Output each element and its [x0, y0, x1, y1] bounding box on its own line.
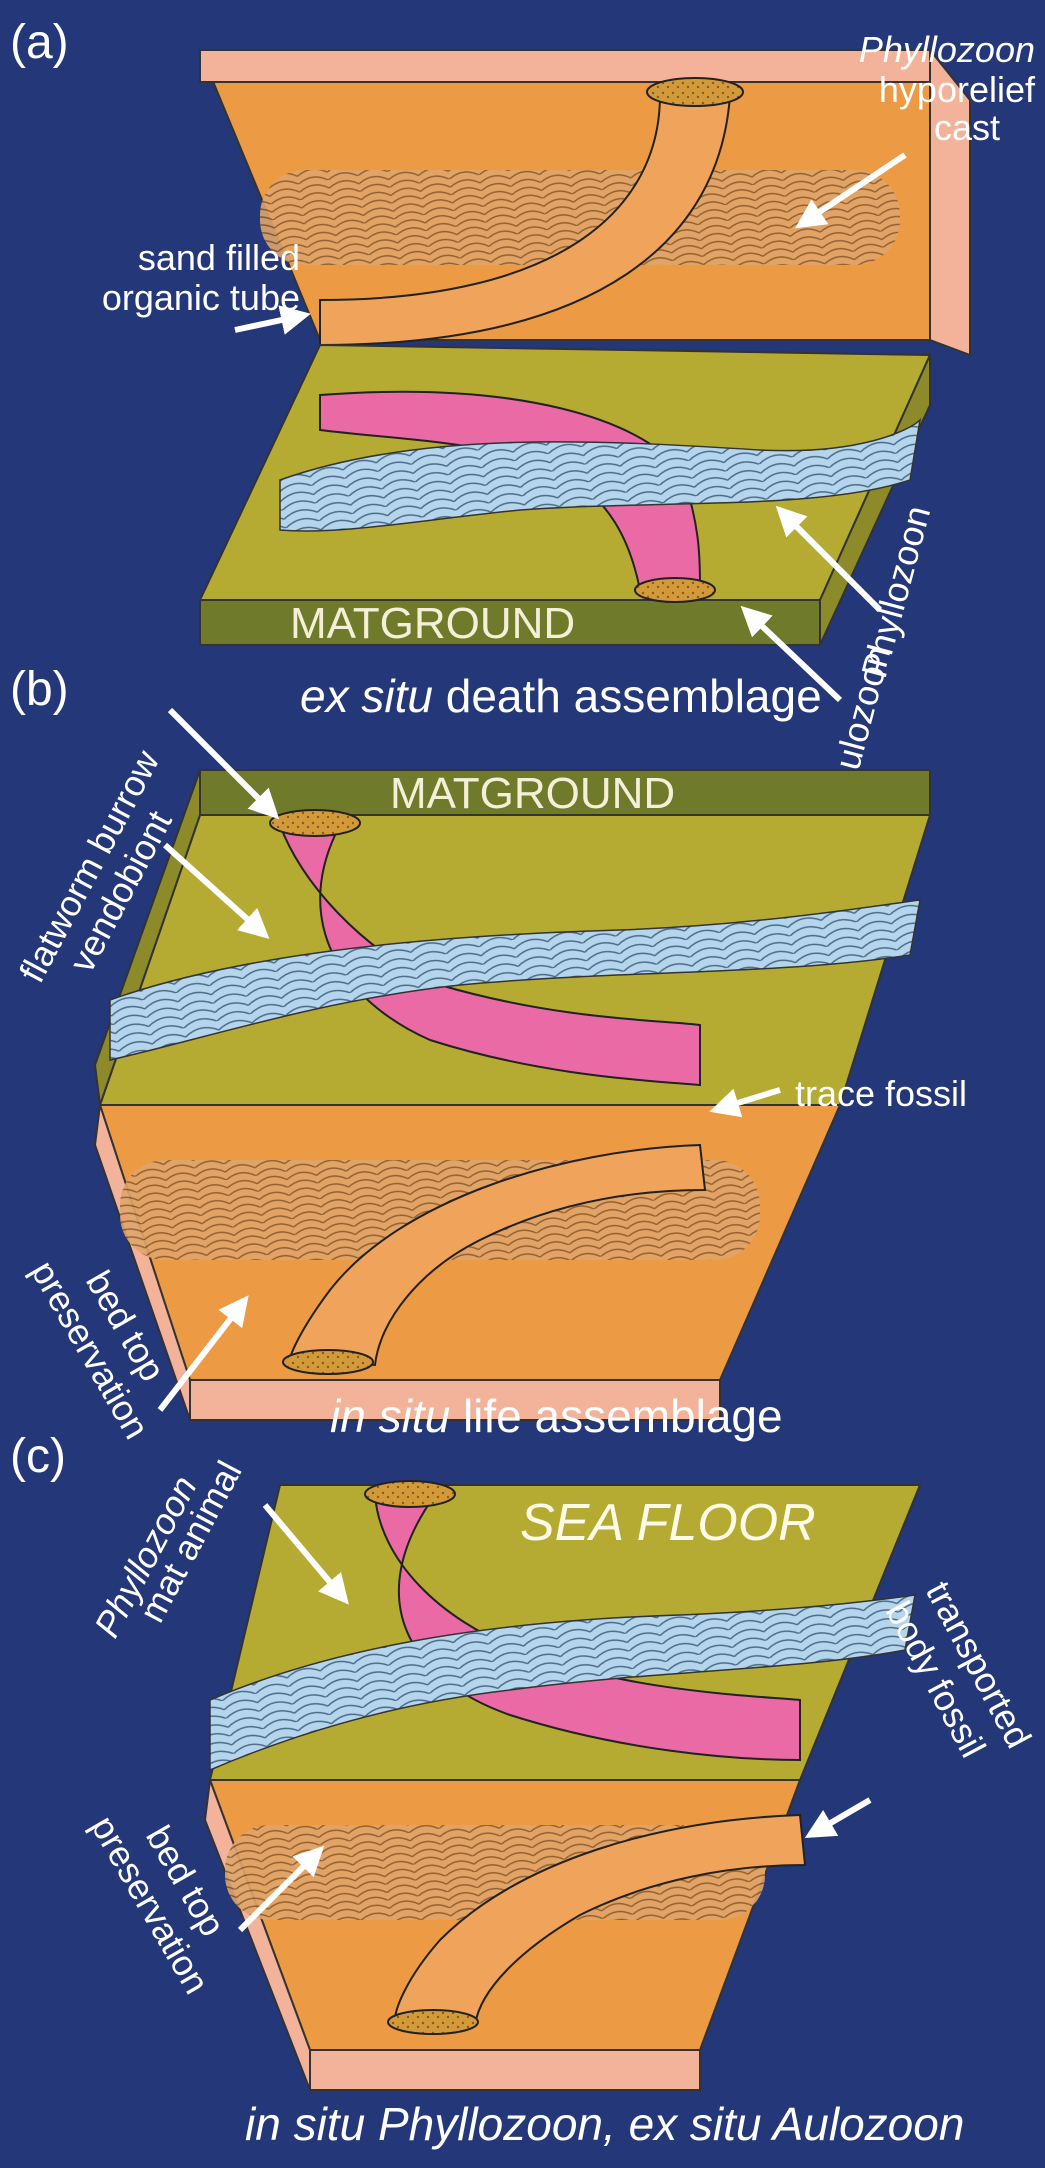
panel-b-caption-italic: in situ: [330, 1390, 450, 1442]
panel-c-caption-aulozoon: Aulozoon: [770, 2098, 965, 2150]
panel-a-upper-slab-edge-right: [929, 47, 971, 357]
panel-b-matground-label: MATGROUND: [390, 769, 675, 818]
panel-c-caption: in situ Phyllozoon, ex situ Aulozoon: [245, 2098, 964, 2150]
panel-a-matground-label: MATGROUND: [290, 599, 575, 648]
panel-b-caption: in situ life assemblage: [330, 1390, 783, 1442]
panel-c-tube-opening: [364, 1480, 456, 1508]
panel-c-mat-animal-arrow: [262, 1503, 349, 1605]
panel-a-caption-rest: death assemblage: [433, 670, 822, 722]
panel-a-sand-filled-label: sand filled: [138, 237, 300, 278]
panel-b-trace-opening: [282, 1349, 374, 1375]
panel-a-upper-slab-edge-top: [199, 49, 931, 83]
panel-c-bed-top-arrow: [237, 1845, 325, 1933]
panel-a-tube-opening: [646, 77, 744, 107]
panel-b-burrow-opening: [269, 809, 361, 837]
panel-a-hyporelief-cast: [260, 170, 900, 265]
panel-a-id: (a): [10, 16, 69, 69]
panel-b-trace-arrow: [709, 1087, 781, 1118]
panel-c-sea-floor-label: SEA FLOOR: [520, 1494, 816, 1552]
panel-a-aulozoon-opening: [634, 577, 716, 603]
panel-a-caption: ex situ death assemblage: [300, 670, 822, 722]
panel-c-phyllozoon-frond: [209, 1594, 916, 1772]
panel-c-id: (c): [10, 1430, 66, 1483]
panel-b-caption-rest: life assemblage: [450, 1390, 782, 1442]
panel-c-fossil-opening: [387, 2009, 479, 2035]
panel-b-id: (b): [10, 663, 69, 716]
panel-b-vendobiont-frond: [109, 899, 921, 1061]
panel-b-bed-top-arrow: [157, 1295, 249, 1412]
panel-c-caption-ex-situ: ex situ: [629, 2098, 762, 2150]
panel-c-lower-slab-edge-bottom: [309, 2049, 701, 2091]
panel-c-caption-in-situ: in situ: [245, 2098, 365, 2150]
panel-a-cast-label: cast: [934, 107, 1000, 148]
panel-a-aulozoon-arrow: [740, 605, 843, 703]
panel-b-burrow-arrow: [167, 707, 280, 820]
panel-a-phyllozoon-label: Phyllozoon: [859, 29, 1035, 70]
panel-b: (b) MATGROUND flatworm burrow vendobiont…: [10, 663, 967, 1446]
panel-c-caption-phyllozoon: Phyllozoon,: [378, 2098, 616, 2150]
panel-a-phyllozoon-arrow: [775, 505, 883, 613]
panel-a-phyllozoon-frond: [279, 417, 922, 532]
panel-a-cast-arrow: [795, 152, 907, 229]
panel-a: (a) Phyllozoon hyporelief cast sand fill…: [10, 16, 1036, 797]
panel-b-lower-slab-edge-left: [93, 1104, 191, 1421]
panel-a-tube-arrow: [234, 305, 311, 335]
panel-a-organic-tube-label: organic tube: [102, 277, 300, 318]
panel-c: (c) SEA FLOOR Phyllozoon mat animal tran…: [10, 1430, 1040, 2150]
panel-b-vendobiont-arrow: [162, 842, 270, 940]
panel-b-trace-fossil-label: trace fossil: [795, 1073, 967, 1114]
panel-a-hyporelief-label: hyporelief: [879, 69, 1036, 110]
panel-a-caption-italic: ex situ: [300, 670, 433, 722]
panel-c-body-fossil-arrow: [804, 1797, 872, 1839]
